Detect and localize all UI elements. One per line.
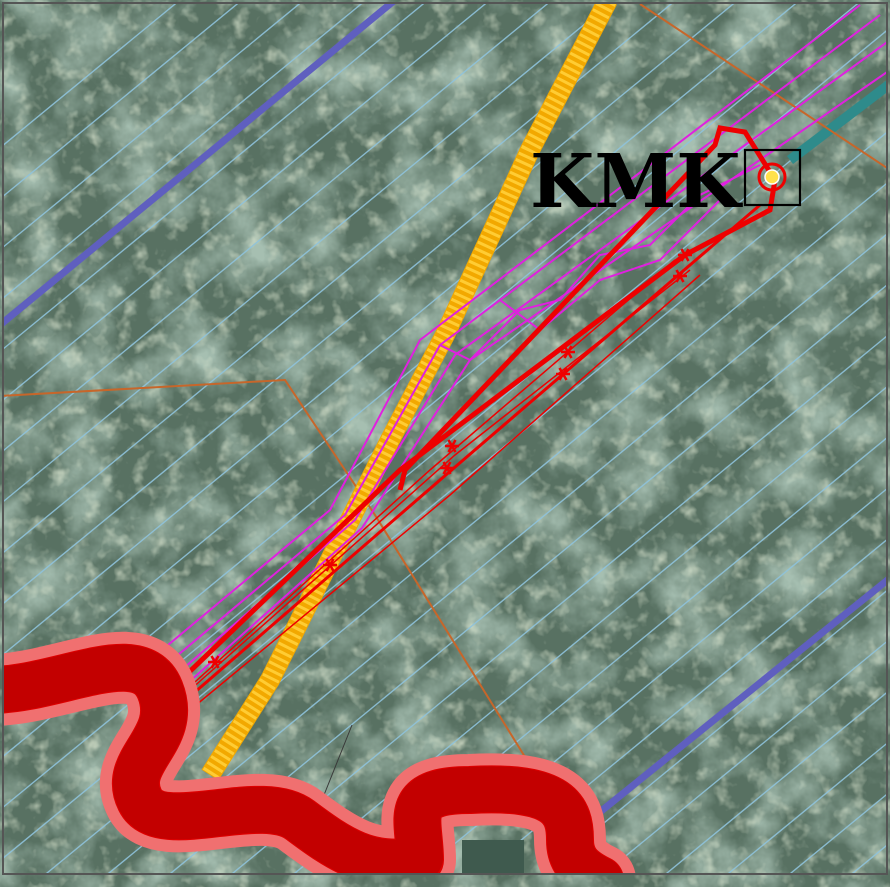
hatch-line	[45, 183, 886, 873]
asterisk-marker	[208, 655, 222, 669]
parcel-boundary-ne	[639, 4, 886, 169]
boundary-line-north	[4, 4, 396, 327]
hatch-line	[107, 233, 886, 873]
map-frame	[2, 2, 888, 875]
river-inner-clearing	[462, 840, 524, 873]
dashed-road	[201, 4, 617, 781]
asterisk-marker	[445, 439, 459, 453]
hatch-line	[4, 4, 735, 604]
hatch-line	[293, 386, 886, 873]
hatch-line	[541, 590, 886, 873]
boundary-line-south	[597, 576, 886, 815]
station-label[interactable]: KMK	[530, 139, 743, 225]
parcel-boundary	[4, 378, 531, 766]
hatch-line	[417, 488, 886, 873]
asterisk-marker	[556, 367, 570, 381]
hatch-line	[603, 641, 886, 873]
river	[4, 631, 636, 873]
asterisk-marker	[673, 269, 687, 283]
hatch-line	[4, 4, 363, 299]
hatch-line	[479, 539, 886, 873]
hatch-line	[4, 4, 239, 197]
hatch-line	[4, 4, 301, 248]
asterisk-marker	[678, 248, 692, 262]
asterisk-marker	[561, 345, 575, 359]
hatch-line	[4, 4, 549, 451]
route-markers	[208, 248, 692, 669]
hatch-line	[4, 4, 673, 553]
hatch-line	[665, 692, 886, 873]
teal-line	[786, 80, 886, 164]
hatch-line	[4, 4, 611, 502]
red-route	[158, 125, 778, 711]
hatch-line	[169, 284, 886, 873]
asterisk-marker	[440, 461, 454, 475]
hatch-line	[355, 437, 886, 873]
hatch-line	[4, 4, 859, 706]
hatch-line	[231, 335, 886, 873]
hatch-line	[4, 4, 425, 350]
hatch-line	[4, 4, 797, 655]
asterisk-marker	[323, 558, 337, 572]
hatch-line	[4, 4, 487, 401]
survey-point-icon[interactable]	[743, 148, 802, 207]
